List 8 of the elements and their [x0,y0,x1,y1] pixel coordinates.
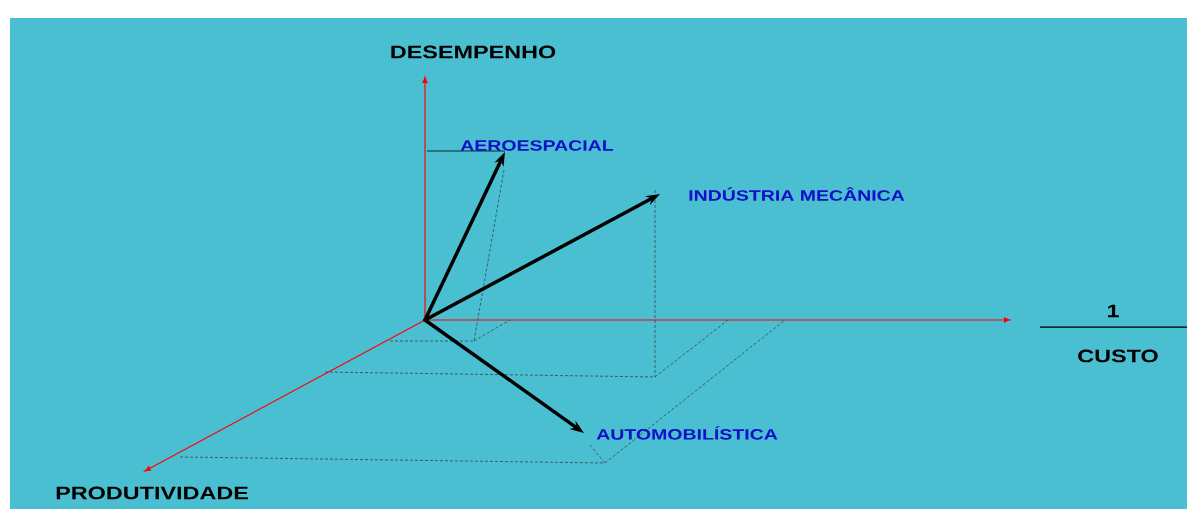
axis-label: PRODUTIVIDADE [56,486,248,500]
axis-label: CUSTO [1078,349,1158,363]
origin-point [423,318,427,322]
sector-label: AUTOMOBILÍSTICA [596,426,778,440]
axis-label: DESEMPENHO [391,45,556,59]
sector-label: INDÚSTRIA MECÂNICA [689,187,905,201]
axis-label: 1 [1107,304,1119,318]
sector-label: AEROESPACIAL [460,140,614,151]
